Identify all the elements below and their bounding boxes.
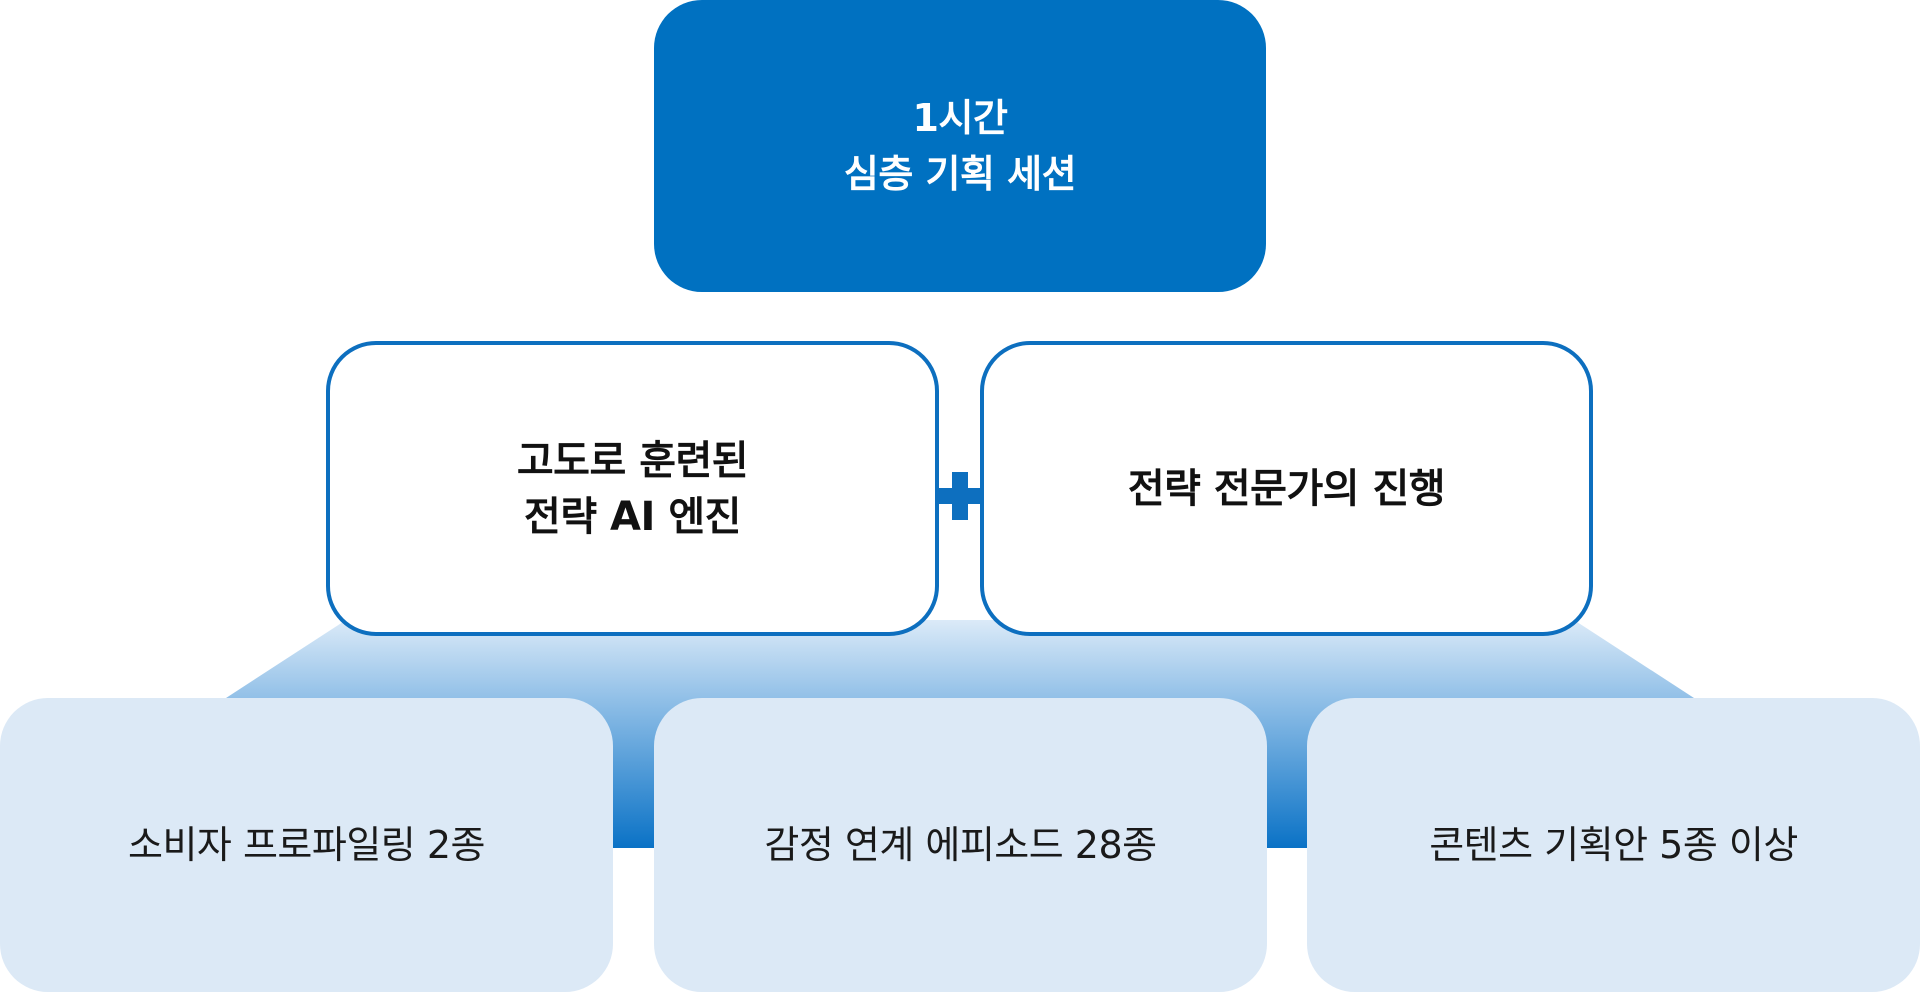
ai-engine-label: 고도로 훈련된 전략 AI 엔진 (516, 437, 749, 540)
expert-label: 전략 전문가의 진행 (1127, 465, 1446, 512)
session-box: 1시간 심층 기획 세션 (654, 0, 1266, 292)
plus-icon (936, 472, 984, 520)
deliverable-label: 감정 연계 에피소드 28종 (764, 823, 1157, 867)
deliverable-box: 감정 연계 에피소드 28종 (654, 698, 1267, 992)
expert-box: 전략 전문가의 진행 (980, 341, 1593, 636)
deliverable-box: 소비자 프로파일링 2종 (0, 698, 613, 992)
ai-engine-box: 고도로 훈련된 전략 AI 엔진 (326, 341, 939, 636)
deliverable-box: 콘텐츠 기획안 5종 이상 (1307, 698, 1920, 992)
deliverable-label: 콘텐츠 기획안 5종 이상 (1429, 823, 1798, 867)
deliverable-label: 소비자 프로파일링 2종 (128, 823, 485, 867)
session-title: 1시간 심층 기획 세션 (843, 96, 1077, 196)
